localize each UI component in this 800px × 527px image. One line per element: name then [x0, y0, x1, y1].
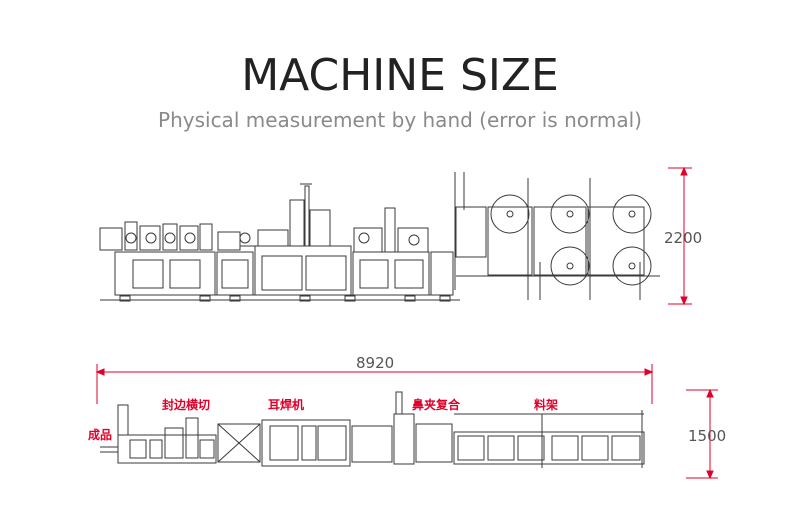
width-label: 1500 — [688, 427, 726, 445]
width-dimension — [686, 388, 718, 480]
label-ear-welding: 耳焊机 — [268, 397, 304, 412]
top-rack-section — [453, 431, 645, 465]
page-subtitle: Physical measurement by hand (error is n… — [158, 108, 642, 132]
reel-2 — [550, 194, 590, 234]
label-finished-product: 成品 — [88, 427, 112, 442]
label-edge-seal-cross-cut: 封边横切 — [162, 397, 210, 412]
reel-1 — [490, 194, 530, 234]
base-section-4 — [352, 251, 430, 296]
base-section-3 — [254, 245, 352, 296]
height-dimension — [668, 166, 692, 306]
label-material-rack: 料架 — [534, 397, 558, 412]
reel-5 — [612, 246, 652, 286]
length-dimension — [95, 364, 654, 404]
reel-3 — [612, 194, 652, 234]
top-finished-section — [117, 434, 217, 464]
top-nose-clip-section — [393, 413, 415, 465]
base-section-5 — [430, 251, 454, 296]
reel-4 — [550, 246, 590, 286]
height-label: 2200 — [664, 229, 702, 247]
top-view — [100, 391, 645, 468]
length-label: 8920 — [356, 354, 394, 372]
label-nose-clip-composite: 鼻夹复合 — [412, 397, 461, 412]
page-title: MACHINE SIZE — [241, 50, 559, 101]
top-weld-section — [261, 419, 351, 467]
top-cut-section — [217, 423, 261, 463]
side-view — [99, 172, 660, 302]
